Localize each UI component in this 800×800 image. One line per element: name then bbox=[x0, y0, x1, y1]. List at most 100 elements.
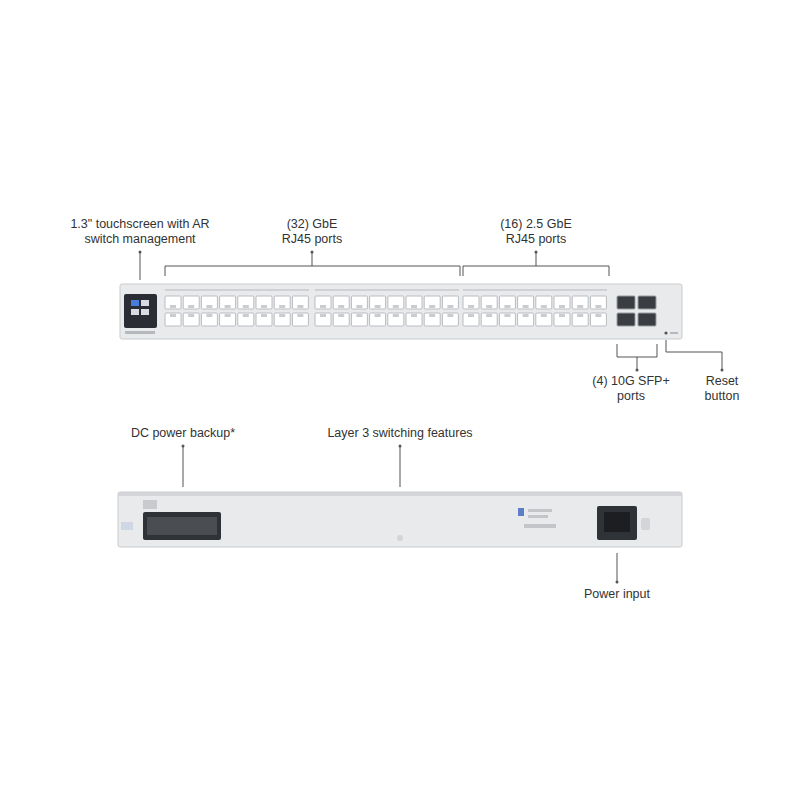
reset-hole bbox=[664, 331, 667, 334]
rj45-port bbox=[518, 313, 534, 326]
port-latch bbox=[447, 314, 453, 317]
leader-dot bbox=[311, 251, 314, 254]
latch bbox=[641, 518, 650, 530]
port-array bbox=[165, 289, 607, 326]
rj45-port bbox=[351, 313, 367, 326]
screen-icon bbox=[131, 309, 139, 315]
port-latch bbox=[595, 314, 601, 317]
callout-label: (16) 2.5 GbE RJ45 ports bbox=[493, 217, 579, 247]
dc-connector bbox=[143, 512, 221, 540]
leader-line bbox=[400, 446, 401, 487]
rj45-port bbox=[315, 313, 331, 326]
rj45-port bbox=[315, 296, 331, 309]
rj45-port bbox=[201, 313, 217, 326]
port-latch bbox=[411, 305, 417, 308]
front-panel bbox=[120, 284, 682, 339]
ground-mark bbox=[121, 522, 133, 530]
rj45-port bbox=[256, 313, 272, 326]
rj45-port bbox=[554, 313, 570, 326]
rear-housing bbox=[118, 492, 682, 547]
port-latch bbox=[225, 314, 231, 317]
rj45-port bbox=[554, 296, 570, 309]
rj45-port bbox=[238, 296, 254, 309]
leader-dot bbox=[535, 251, 538, 254]
rj45-port bbox=[442, 313, 458, 326]
leader-dot bbox=[636, 369, 639, 372]
screen-icon bbox=[141, 300, 149, 306]
port-latch bbox=[297, 314, 303, 317]
port-latch bbox=[523, 305, 529, 308]
dc-pins bbox=[147, 517, 217, 535]
leader-dot bbox=[721, 369, 724, 372]
port-latch bbox=[225, 305, 231, 308]
port-latch bbox=[261, 305, 267, 308]
port-latch bbox=[261, 314, 267, 317]
rj45-port bbox=[463, 313, 479, 326]
rj45-port bbox=[256, 296, 272, 309]
rj45-port bbox=[499, 296, 515, 309]
port-latch bbox=[243, 314, 249, 317]
rj45-port bbox=[370, 313, 386, 326]
port-latch bbox=[279, 305, 285, 308]
port-marks bbox=[315, 289, 459, 291]
rj45-port bbox=[165, 313, 181, 326]
port-latch bbox=[411, 314, 417, 317]
rear-panel bbox=[118, 492, 682, 547]
screen-icon bbox=[131, 300, 139, 306]
port-latch bbox=[468, 314, 474, 317]
rj45-port bbox=[406, 296, 422, 309]
rj45-port bbox=[165, 296, 181, 309]
leader-dot bbox=[616, 581, 619, 584]
rj45-port bbox=[201, 296, 217, 309]
regulatory-mark bbox=[524, 524, 556, 528]
port-latch bbox=[577, 305, 583, 308]
port-latch bbox=[279, 314, 285, 317]
port-latch bbox=[375, 305, 381, 308]
callout-label: Layer 3 switching features bbox=[327, 426, 472, 441]
rj45-port bbox=[238, 313, 254, 326]
port-latch bbox=[559, 305, 565, 308]
port-latch bbox=[393, 305, 399, 308]
rj45-port bbox=[463, 296, 479, 309]
rj45-port bbox=[536, 296, 552, 309]
port-latch bbox=[559, 314, 565, 317]
port-latch bbox=[523, 314, 529, 317]
rj45-port bbox=[499, 313, 515, 326]
regulatory-mark bbox=[528, 515, 548, 518]
port-latch bbox=[338, 314, 344, 317]
port-latch bbox=[486, 305, 492, 308]
rj45-port bbox=[292, 313, 308, 326]
reset-mark bbox=[670, 332, 678, 334]
port-latch bbox=[447, 305, 453, 308]
rj45-port bbox=[518, 296, 534, 309]
qr-mark bbox=[143, 500, 157, 509]
leader-line bbox=[140, 252, 141, 280]
front-housing bbox=[120, 284, 682, 339]
rj45-port bbox=[536, 313, 552, 326]
callout-label: Power input bbox=[584, 587, 650, 602]
rj45-port bbox=[388, 313, 404, 326]
port-latch bbox=[297, 305, 303, 308]
callout-label: Reset button bbox=[696, 374, 748, 404]
port-latch bbox=[356, 305, 362, 308]
sfp-port bbox=[638, 313, 656, 326]
port-latch bbox=[188, 314, 194, 317]
leader-line bbox=[666, 340, 722, 370]
port-latch bbox=[429, 314, 435, 317]
rj45-port bbox=[351, 296, 367, 309]
rj45-port bbox=[572, 296, 588, 309]
rj45-port bbox=[406, 313, 422, 326]
rj45-port bbox=[220, 313, 236, 326]
rj45-port bbox=[424, 313, 440, 326]
screen-icon bbox=[141, 309, 149, 315]
bracket bbox=[463, 252, 609, 276]
rj45-port bbox=[388, 296, 404, 309]
sfp-port bbox=[617, 296, 635, 309]
rj45-port bbox=[572, 313, 588, 326]
sfp-port bbox=[617, 313, 635, 326]
leader-line bbox=[617, 553, 618, 582]
port-latch bbox=[375, 314, 381, 317]
screw bbox=[397, 535, 403, 541]
port-latch bbox=[577, 314, 583, 317]
